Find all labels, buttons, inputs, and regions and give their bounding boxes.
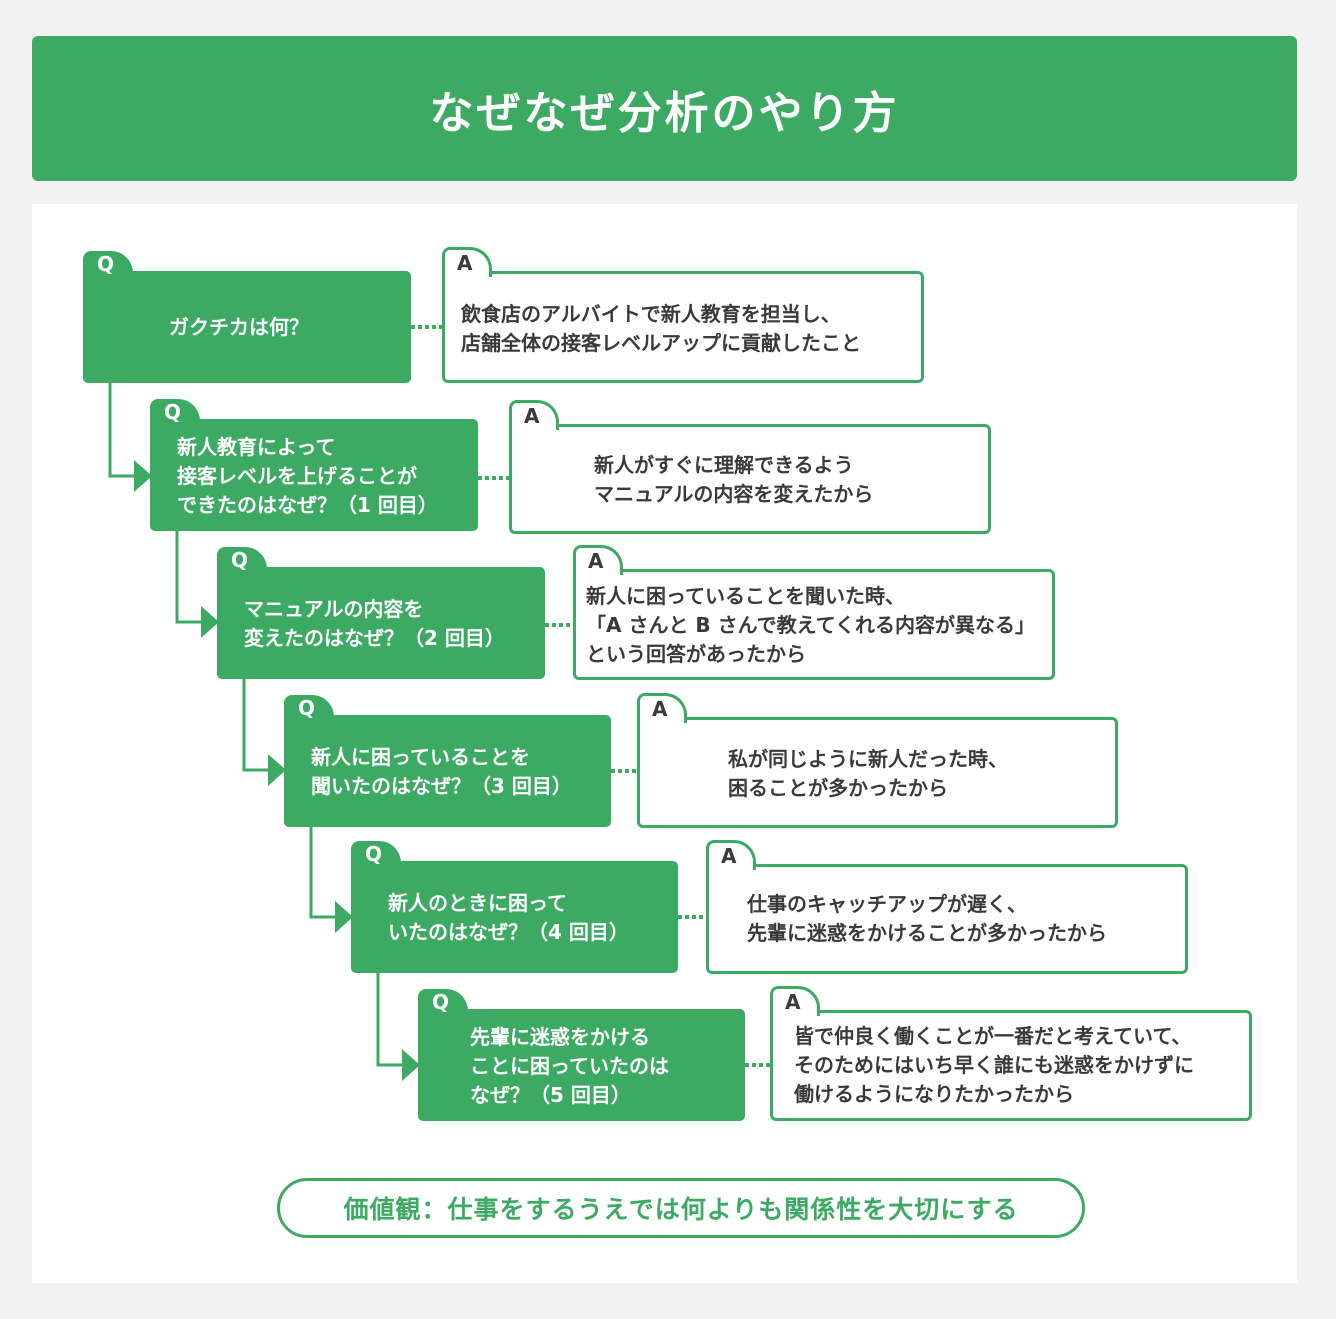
question-box: Q マニュアルの内容を 変えたのはなぜ？（2 回目） [217, 547, 545, 679]
answer-box: A 仕事のキャッチアップが遅く、 先輩に迷惑をかけることが多かったから [706, 840, 1188, 974]
question-text: 先輩に迷惑をかける ことに困っていたのは なぜ？（5 回目） [470, 1025, 669, 1107]
a-tab: A [442, 247, 492, 277]
q-tab: Q [351, 841, 401, 867]
answer-box: A 私が同じように新人だった時、 困ることが多かったから [637, 693, 1118, 828]
title-banner: なぜなぜ分析のやり方 [32, 36, 1297, 181]
flow-arrow-1 [134, 460, 152, 492]
answer-box: A 皆で仲良く働くことが一番だと考えていて、 そのためにはいち早く誰にも迷惑をか… [770, 986, 1252, 1121]
flow-arrow-2 [201, 606, 219, 638]
q-tab: Q [217, 547, 267, 573]
flow-line-5 [376, 973, 404, 1067]
question-box: Q 新人に困っていることを 聞いたのはなぜ？（3 回目） [284, 695, 611, 827]
answer-text: 飲食店のアルバイトで新人教育を担当し、 店舗全体の接客レベルアップに貢献したこと [461, 302, 861, 355]
question-box: Q ガクチカは何？ [83, 251, 411, 383]
answer-box: A 新人に困っていることを聞いた時、 「A さんと B さんで教えてくれる内容が… [573, 545, 1055, 680]
flow-line-1 [108, 383, 136, 478]
flow-arrow-4 [335, 901, 353, 933]
page-title: なぜなぜ分析のやり方 [429, 87, 900, 139]
answer-text: 新人がすぐに理解できるよう マニュアルの内容を変えたから [594, 453, 874, 506]
answer-text: 私が同じように新人だった時、 困ることが多かったから [728, 747, 1008, 800]
question-text: 新人に困っていることを 聞いたのはなぜ？（3 回目） [311, 745, 572, 798]
flow-line-3 [242, 679, 270, 772]
q-tab: Q [83, 251, 133, 277]
conclusion-pill: 価値観：仕事をするうえでは何よりも関係性を大切にする [277, 1178, 1085, 1238]
answer-text: 仕事のキャッチアップが遅く、 先輩に迷惑をかけることが多かったから [747, 892, 1107, 945]
question-box: Q 新人のときに困って いたのはなぜ？（4 回目） [351, 841, 678, 973]
answer-box: A 新人がすぐに理解できるよう マニュアルの内容を変えたから [509, 400, 991, 534]
q-tab: Q [418, 989, 468, 1015]
a-tab: A [573, 545, 623, 575]
answer-text: 皆で仲良く働くことが一番だと考えていて、 そのためにはいち早く誰にも迷惑をかけず… [794, 1024, 1194, 1106]
a-tab: A [637, 693, 687, 723]
question-text: 新人教育によって 接客レベルを上げることが できたのはなぜ？（1 回目） [177, 435, 438, 517]
flow-arrow-5 [402, 1049, 420, 1081]
a-tab: A [509, 400, 559, 430]
question-text: マニュアルの内容を 変えたのはなぜ？（2 回目） [244, 597, 505, 650]
question-text: 新人のときに困って いたのはなぜ？（4 回目） [388, 891, 629, 944]
a-tab: A [770, 986, 820, 1016]
flow-line-4 [309, 827, 337, 919]
q-tab: Q [150, 399, 200, 425]
question-box: Q 先輩に迷惑をかける ことに困っていたのは なぜ？（5 回目） [418, 989, 745, 1121]
question-text: ガクチカは何？ [169, 315, 309, 339]
answer-box: A 飲食店のアルバイトで新人教育を担当し、 店舗全体の接客レベルアップに貢献した… [442, 247, 924, 383]
flow-arrow-3 [268, 754, 286, 786]
question-box: Q 新人教育によって 接客レベルを上げることが できたのはなぜ？（1 回目） [150, 399, 478, 531]
q-tab: Q [284, 695, 334, 721]
flow-line-2 [175, 531, 203, 624]
conclusion-text: 価値観：仕事をするうえでは何よりも関係性を大切にする [343, 1195, 1019, 1224]
a-tab: A [706, 840, 756, 870]
answer-text: 新人に困っていることを聞いた時、 「A さんと B さんで教えてくれる内容が異な… [586, 584, 1036, 666]
